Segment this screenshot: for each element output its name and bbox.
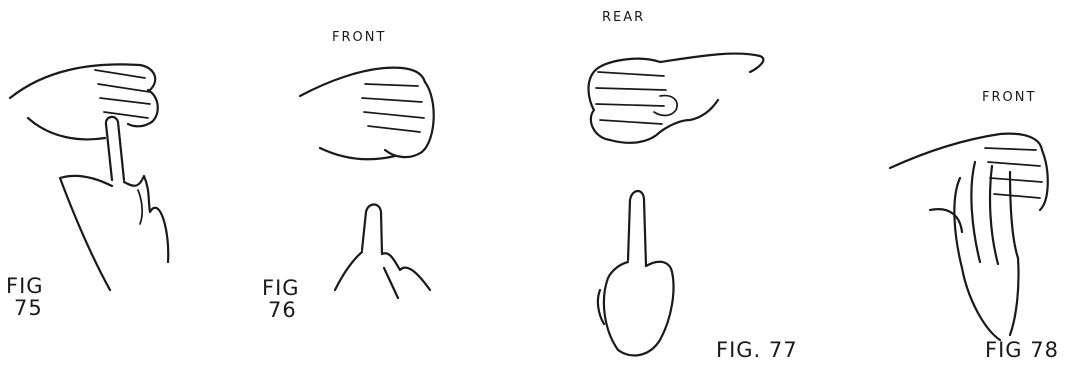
fig78-drawing: [890, 134, 1048, 340]
fig76-knuckle-4: [368, 126, 420, 132]
fig75-lower-palm: [60, 176, 168, 290]
fig78-upper-finger-1: [985, 148, 1036, 150]
fig78-upper-finger-3: [990, 178, 1042, 182]
fig76-lower-hand: [335, 252, 430, 298]
fig78-caption: FIG 78: [985, 340, 1059, 361]
fig77-finger-1: [598, 72, 664, 76]
fig77-finger-3: [596, 104, 664, 106]
fig75-upper-hand-back: [10, 64, 155, 98]
fig77-finger-2: [596, 88, 666, 90]
fig78-upper-finger-2: [988, 162, 1040, 166]
fig76-caption-line1: FIG: [262, 278, 300, 299]
fig77-drawing: [589, 54, 764, 356]
fig75-index-finger: [106, 117, 124, 180]
fig77-lower-hand: [598, 262, 674, 356]
fig77-caption: FIG. 77: [716, 340, 798, 361]
fig78-lower-fingers: [954, 162, 1018, 268]
fig75-upper-finger-2: [98, 84, 150, 92]
fig76-knuckle-2: [362, 98, 422, 102]
fig77-index-finger: [628, 191, 646, 266]
fig76-fist-bottom: [320, 148, 395, 159]
fig77-fist-outline: [589, 59, 719, 143]
fig75-upper-fingertips: [128, 90, 158, 126]
fig75-caption-line2: 75: [14, 298, 43, 319]
fig76-index-finger: [362, 205, 382, 255]
fig75-drawing: [10, 64, 168, 290]
fig76-forearm-top: [300, 68, 425, 96]
fig76-drawing: [300, 68, 434, 298]
fig76-caption-line2: 76: [268, 300, 297, 321]
fig75-upper-underside: [28, 118, 105, 139]
fig77-finger-4: [600, 120, 662, 124]
fig76-view-label: FRONT: [332, 30, 386, 45]
fig78-upper-finger-4: [994, 194, 1040, 198]
fig77-wrist-top: [660, 54, 763, 72]
fig76-knuckle-3: [364, 112, 424, 118]
fig75-caption-line1: FIG: [6, 276, 44, 297]
fig76-knuckle-1: [365, 84, 418, 86]
fig75-upper-finger-1: [95, 70, 145, 78]
fig78-view-label: FRONT: [982, 90, 1036, 105]
fig77-view-label: REAR: [602, 10, 645, 25]
fig75-curled-finger: [138, 190, 142, 224]
fig76-fist-front: [385, 82, 434, 157]
fig75-upper-finger-3: [100, 98, 150, 104]
fig78-upper-arm: [890, 134, 1042, 168]
fig78-upper-tips: [1040, 150, 1048, 210]
